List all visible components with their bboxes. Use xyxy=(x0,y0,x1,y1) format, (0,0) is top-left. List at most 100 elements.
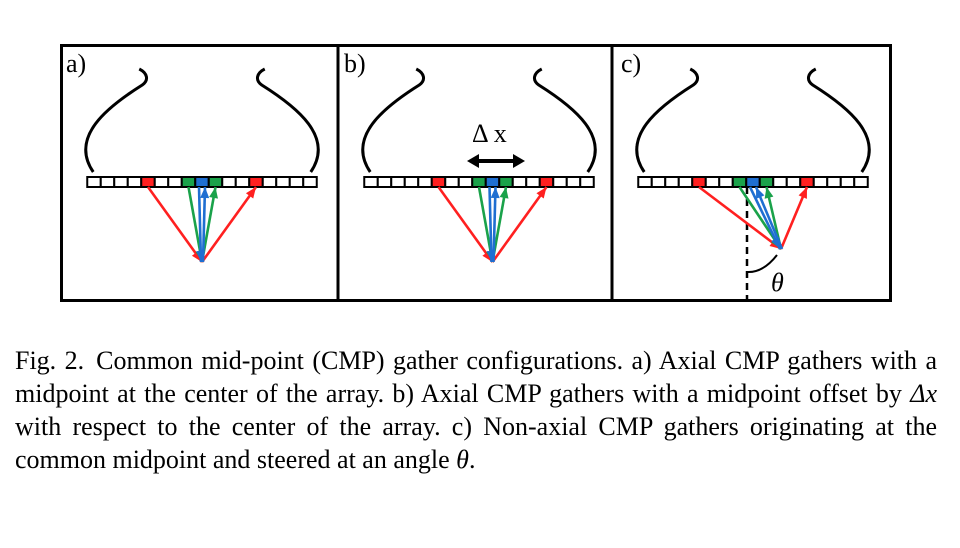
panel-b-diagram xyxy=(361,67,597,263)
array-element xyxy=(839,176,856,188)
panel-b: b) Δ x xyxy=(344,49,597,263)
cmp-figure-svg: a) b) Δ x c) θ xyxy=(60,44,892,302)
array-element xyxy=(457,176,474,188)
figure-2: a) b) Δ x c) θ xyxy=(60,44,892,302)
array-element xyxy=(511,176,528,188)
array-element xyxy=(302,176,318,188)
array-element xyxy=(484,176,501,188)
ray-blue-transmit xyxy=(197,186,203,263)
array-element xyxy=(140,176,156,188)
array-element xyxy=(167,176,183,188)
array-element xyxy=(745,176,761,188)
array-element xyxy=(650,176,667,188)
array-element xyxy=(403,176,420,188)
array-element xyxy=(376,176,393,188)
array-element xyxy=(471,176,487,188)
array-element xyxy=(498,176,514,188)
array-element xyxy=(194,176,210,188)
array-element xyxy=(664,176,680,188)
ray-blue-receive xyxy=(492,186,497,263)
ray-blue-receive-head xyxy=(490,187,500,199)
probe-housing-right xyxy=(807,67,871,173)
ray-red-transmit xyxy=(698,185,782,251)
theta-label: θ xyxy=(771,268,784,297)
caption-text-part1: Common mid-point (CMP) gather configurat… xyxy=(15,346,937,408)
array-element xyxy=(565,176,582,188)
ray-red-receive xyxy=(779,186,809,250)
array-element xyxy=(677,176,694,188)
ray-blue-transmit xyxy=(748,186,782,250)
probe-housing-left xyxy=(635,67,699,173)
array-element xyxy=(234,176,251,188)
array-element xyxy=(248,176,264,188)
panel-a: a) xyxy=(66,49,320,263)
array-element xyxy=(153,176,170,188)
array-element xyxy=(718,176,734,188)
panel-c: c) θ xyxy=(621,49,871,300)
array-element xyxy=(826,176,842,188)
ray-blue-receive xyxy=(754,186,784,250)
ray-green-receive-head xyxy=(499,187,509,199)
array-element xyxy=(275,176,291,188)
caption-text-part2: with respect to the center of the array.… xyxy=(15,412,937,474)
ray-red-transmit xyxy=(437,186,494,263)
ray-red-receive-head xyxy=(536,187,547,199)
array-element xyxy=(579,176,595,188)
array-element xyxy=(772,176,788,188)
array-element xyxy=(417,176,433,188)
ray-red-receive-head xyxy=(798,187,807,199)
array-element xyxy=(691,176,707,188)
caption-figure-number: Fig. 2. xyxy=(15,346,85,375)
ray-red-receive xyxy=(491,186,548,263)
array-element xyxy=(853,176,869,188)
array-element xyxy=(363,176,379,188)
array-element xyxy=(785,176,802,188)
caption-theta: θ xyxy=(456,445,469,474)
ray-red-receive xyxy=(200,186,258,263)
array-element xyxy=(552,176,568,188)
ray-blue-transmit xyxy=(488,186,493,263)
panel-a-label: a) xyxy=(66,49,86,78)
panel-a-diagram xyxy=(84,67,320,263)
array-element xyxy=(758,176,775,188)
array-element xyxy=(430,176,447,188)
array-element xyxy=(86,176,102,188)
array-element xyxy=(799,176,815,188)
array-element xyxy=(704,176,721,188)
panel-b-label: b) xyxy=(344,49,366,78)
array-element xyxy=(390,176,406,188)
ray-green-receive-head xyxy=(764,187,774,199)
delta-x-label: Δ x xyxy=(472,119,507,148)
array-element xyxy=(180,176,197,188)
probe-housing-left xyxy=(84,67,148,173)
array-element xyxy=(538,176,555,188)
figure-frame xyxy=(60,44,892,302)
array-element xyxy=(288,176,305,188)
array-element xyxy=(812,176,829,188)
array-element xyxy=(525,176,541,188)
array-element xyxy=(126,176,143,188)
ray-blue-receive-head xyxy=(756,187,765,199)
caption-delta-x: Δx xyxy=(910,379,937,408)
ray-red-transmit xyxy=(146,186,204,263)
array-element xyxy=(731,176,748,188)
panel-c-diagram xyxy=(635,67,871,300)
panel-c-label: c) xyxy=(621,49,641,78)
probe-housing-left xyxy=(361,67,425,173)
ray-blue-receive-head xyxy=(200,187,210,199)
ray-blue-receive xyxy=(201,186,207,263)
figure-caption: Fig. 2.Common mid-point (CMP) gather con… xyxy=(15,344,937,476)
probe-housing-right xyxy=(533,67,597,173)
array-element xyxy=(113,176,129,188)
caption-text-part3: . xyxy=(468,445,476,474)
array-element xyxy=(99,176,116,188)
ray-red-receive-head xyxy=(245,187,256,199)
array-element xyxy=(221,176,237,188)
probe-housing-right xyxy=(256,67,320,173)
array-element xyxy=(207,176,224,188)
array-element xyxy=(444,176,460,188)
steering-angle-arc xyxy=(746,254,778,274)
offset-double-arrow xyxy=(467,154,525,168)
array-element xyxy=(637,176,653,188)
array-element xyxy=(261,176,278,188)
